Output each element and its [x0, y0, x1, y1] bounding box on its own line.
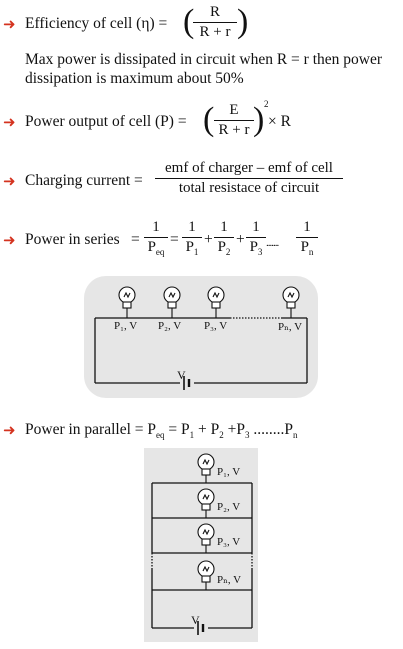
efficiency-fraction: R R + r: [193, 4, 237, 41]
parallel-bulb-label-1: P₁, V: [217, 466, 241, 478]
bullet-arrow-icon: ➜: [3, 421, 16, 439]
series-term-2: 1 P2: [214, 219, 234, 261]
efficiency-denominator: R + r: [199, 24, 231, 40]
bullet-arrow-icon: ➜: [3, 231, 16, 249]
series-term-3: 1 P3: [246, 219, 266, 261]
power-exponent: 2: [264, 99, 269, 109]
bullet-arrow-icon: ➜: [3, 113, 16, 131]
series-bulb-label-2: P₂, V: [158, 320, 182, 332]
series-op-equals: =: [170, 231, 179, 248]
series-dots: .......: [266, 237, 279, 249]
power-denominator: R + r: [218, 122, 250, 138]
max-power-note-line2: dissipation is maximum about 50%: [25, 70, 244, 87]
charging-fraction: emf of charger – emf of cell total resis…: [155, 160, 343, 197]
bullet-arrow-icon: ➜: [3, 15, 16, 33]
power-output-label: Power output of cell (P) =: [25, 113, 187, 130]
parallel-battery-label: V: [191, 613, 200, 627]
bullet-arrow-icon: ➜: [3, 172, 16, 190]
series-battery-label: V: [177, 368, 186, 382]
parallel-bulb-label-2: P₂, V: [217, 501, 241, 513]
power-tail: × R: [268, 113, 291, 130]
parallel-bulb-label-n: Pₙ, V: [217, 574, 242, 586]
parallel-bulb-label-3: P₃, V: [217, 536, 241, 548]
bulb-icon: [197, 453, 215, 590]
series-bulb-label-3: P₃, V: [204, 320, 228, 332]
series-term-eq: 1 Peq: [144, 219, 168, 261]
efficiency-numerator: R: [209, 4, 220, 20]
paren-close: ): [253, 101, 265, 138]
parallel-formula: Power in parallel = Peq = P1 + P2 +P3 ..…: [25, 421, 298, 441]
charging-current-label: Charging current =: [25, 172, 143, 189]
paren-open: (: [203, 101, 215, 138]
bulb-icon: [118, 286, 300, 318]
series-label: Power in series: [25, 231, 120, 248]
parallel-circuit-panel: [144, 448, 258, 642]
power-numerator: E: [229, 102, 239, 118]
series-term-1: 1 P1: [182, 219, 202, 261]
paren-close: ): [237, 3, 249, 40]
charging-denominator: total resistace of circuit: [178, 180, 320, 196]
series-term-n: 1 Pn: [296, 219, 318, 261]
efficiency-label: Efficiency of cell (η) =: [25, 15, 168, 32]
series-bulb-label-1: P₁, V: [114, 320, 138, 332]
series-op-plus-1: +: [204, 231, 213, 248]
paren-open: (: [183, 3, 195, 40]
series-op-plus-2: +: [236, 231, 245, 248]
power-fraction: E R + r: [214, 102, 254, 139]
max-power-note-line1: Max power is dissipated in circuit when …: [25, 51, 382, 68]
series-eq-sign: =: [131, 231, 140, 248]
series-bulb-label-n: Pₙ, V: [278, 321, 303, 333]
charging-numerator: emf of charger – emf of cell: [165, 160, 333, 176]
